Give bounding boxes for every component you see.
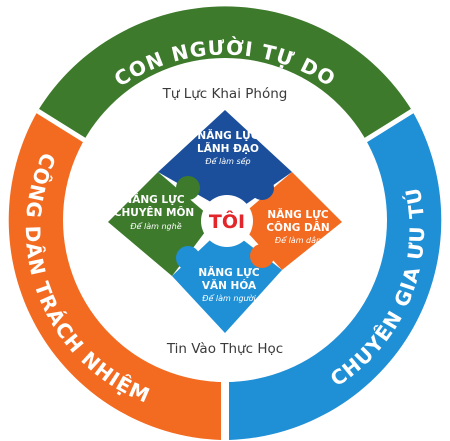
puzzle-knob-top-left — [176, 176, 200, 200]
piece-top-title1: NĂNG LỰC — [197, 129, 258, 142]
piece-bottom-title1: NĂNG LỰC — [198, 266, 259, 279]
piece-left-title1: NĂNG LỰC — [123, 193, 184, 206]
ring-segment-left — [8, 111, 221, 440]
piece-bottom-title2: VĂN HÓA — [202, 279, 257, 292]
inner-bottom-text: Tin Vào Thực Học — [166, 341, 283, 357]
piece-bottom-sub: Để làm người — [202, 293, 256, 303]
piece-right-sub: Để làm dân — [275, 235, 321, 245]
ring-segment-right — [229, 111, 442, 440]
inner-top-text: Tự Lực Khai Phóng — [162, 86, 288, 102]
ring-segment-top — [37, 6, 413, 142]
piece-top-title2: LÃNH ĐẠO — [197, 142, 259, 155]
center-circle — [201, 195, 253, 247]
piece-top-sub: Để làm sếp — [205, 156, 250, 166]
ring-gap-left — [36, 108, 88, 144]
piece-right-title2: CÔNG DÂN — [266, 221, 329, 234]
puzzle-knob-bottom-right — [250, 244, 274, 268]
ring-gap-right — [362, 108, 414, 144]
piece-left-sub: Để làm nghề — [130, 221, 181, 231]
piece-right-title1: NĂNG LỰC — [267, 208, 328, 221]
puzzle-knob-top-right — [250, 176, 274, 200]
puzzle-knob-bottom-left — [176, 246, 200, 270]
center-label: TÔI — [209, 209, 245, 233]
piece-left-title2: CHUYÊN MÔN — [114, 206, 194, 219]
